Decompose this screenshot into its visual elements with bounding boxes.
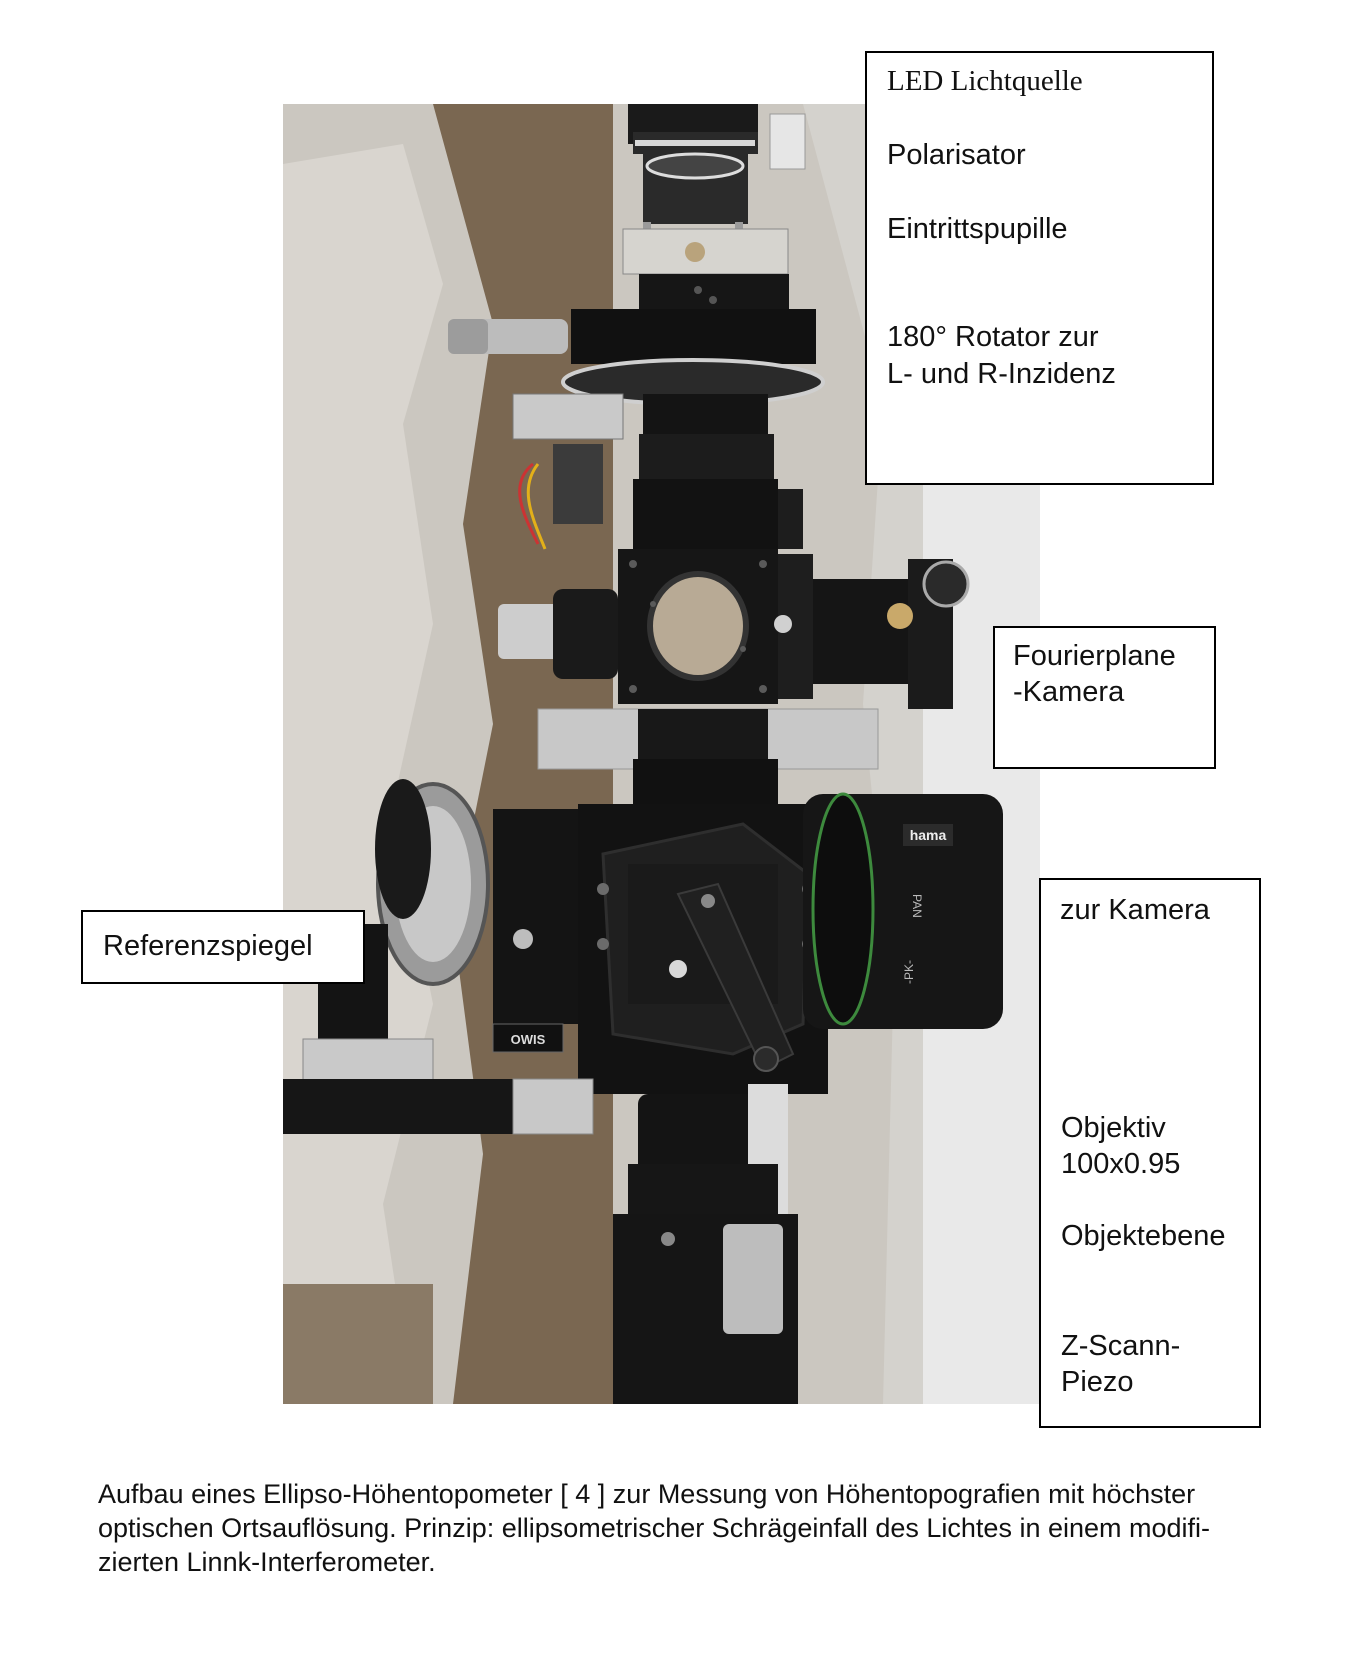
light-path-label-box: LED Lichtquelle Polarisator Eintrittspup…	[865, 51, 1214, 485]
figure-caption: Aufbau eines Ellipso-Höhentopometer [ 4 …	[98, 1479, 1211, 1577]
entrance-pupil-label: Eintrittspupille	[887, 213, 1068, 245]
polarizer-label: Polarisator	[887, 139, 1026, 171]
object-plane-label: Objektebene	[1061, 1220, 1226, 1252]
fourier-camera-label-box: Fourierplane -Kamera	[993, 626, 1216, 769]
owis-logo: OWIS	[511, 1032, 546, 1047]
fourier-camera-label-line1: Fourierplane	[1013, 640, 1176, 672]
to-camera-label: zur Kamera	[1060, 894, 1210, 926]
lens-pk-mark: -PK-	[902, 960, 916, 984]
z-scan-piezo-label-line2: Piezo	[1061, 1366, 1134, 1398]
camera-objective-label-box: zur Kamera Objektiv 100x0.95 Objektebene…	[1039, 878, 1261, 1428]
rotator-label-line2: L- und R-Inzidenz	[887, 358, 1116, 390]
reference-mirror-label: Referenzspiegel	[103, 930, 313, 962]
reference-mirror-label-box: Referenzspiegel	[81, 910, 365, 984]
lens-pan-mark: PAN	[910, 894, 924, 918]
led-light-source-label: LED Lichtquelle	[887, 65, 1083, 97]
objective-label-line2: 100x0.95	[1061, 1148, 1181, 1180]
rotator-label-line1: 180° Rotator zur	[887, 321, 1099, 353]
fourier-camera-label-line2: -Kamera	[1013, 676, 1125, 708]
z-scan-piezo-label-line1: Z-Scann-	[1061, 1330, 1181, 1362]
objective-label-line1: Objektiv	[1061, 1112, 1166, 1144]
lens-brand: hama	[910, 827, 947, 843]
